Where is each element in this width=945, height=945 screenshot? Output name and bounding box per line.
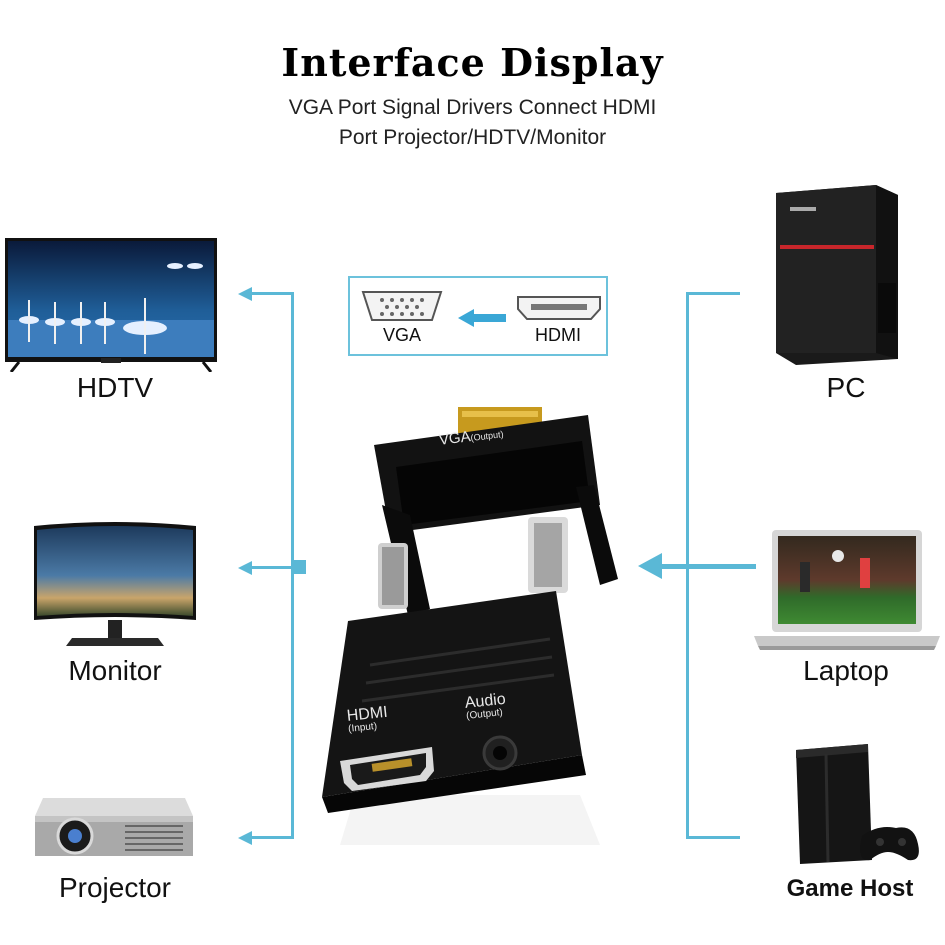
- device-label-pc: PC: [826, 372, 866, 403]
- hdmi-port-icon: [517, 296, 601, 320]
- hdmi-caption: HDMI: [535, 325, 581, 345]
- device-label-game-host: Game Host: [786, 875, 914, 902]
- vga-port-icon: [361, 291, 443, 321]
- arrow-left-icon: [638, 553, 662, 579]
- vga-to-hdmi-adapter: [322, 407, 618, 845]
- left-branch-monitor: [248, 566, 294, 569]
- device-label-hdtv: HDTV: [76, 372, 154, 403]
- right-branch-pc: [686, 292, 740, 295]
- page-title: Interface Display: [281, 40, 664, 85]
- monitor-image: [34, 522, 196, 646]
- arrow-left-icon: [238, 831, 252, 845]
- hdtv-image: [5, 238, 217, 372]
- left-branch-projector: [248, 836, 294, 839]
- arrow-left-icon: [458, 309, 506, 327]
- subtitle-line-2: Port Projector/HDTV/Monitor: [338, 126, 607, 149]
- projector-image: [35, 798, 193, 856]
- subtitle-line-1: VGA Port Signal Drivers Connect HDMI: [288, 96, 657, 119]
- adapter-hdmi-label: HDMI (Input): [346, 703, 389, 735]
- arrow-left-icon: [238, 287, 252, 301]
- left-trunk-line: [291, 292, 294, 838]
- game-console-image: [796, 744, 919, 864]
- pc-tower-image: [776, 185, 898, 365]
- device-label-laptop: Laptop: [803, 655, 889, 686]
- laptop-image: [754, 530, 940, 650]
- left-trunk-joint: [294, 560, 306, 574]
- device-label-monitor: Monitor: [68, 655, 162, 686]
- device-label-projector: Projector: [58, 872, 172, 903]
- adapter-audio-label: Audio (Output): [464, 690, 507, 722]
- right-branch-laptop: [656, 564, 756, 569]
- right-branch-game-host: [686, 836, 740, 839]
- arrow-left-icon: [238, 561, 252, 575]
- left-branch-hdtv: [248, 292, 294, 295]
- vga-caption: VGA: [382, 325, 421, 345]
